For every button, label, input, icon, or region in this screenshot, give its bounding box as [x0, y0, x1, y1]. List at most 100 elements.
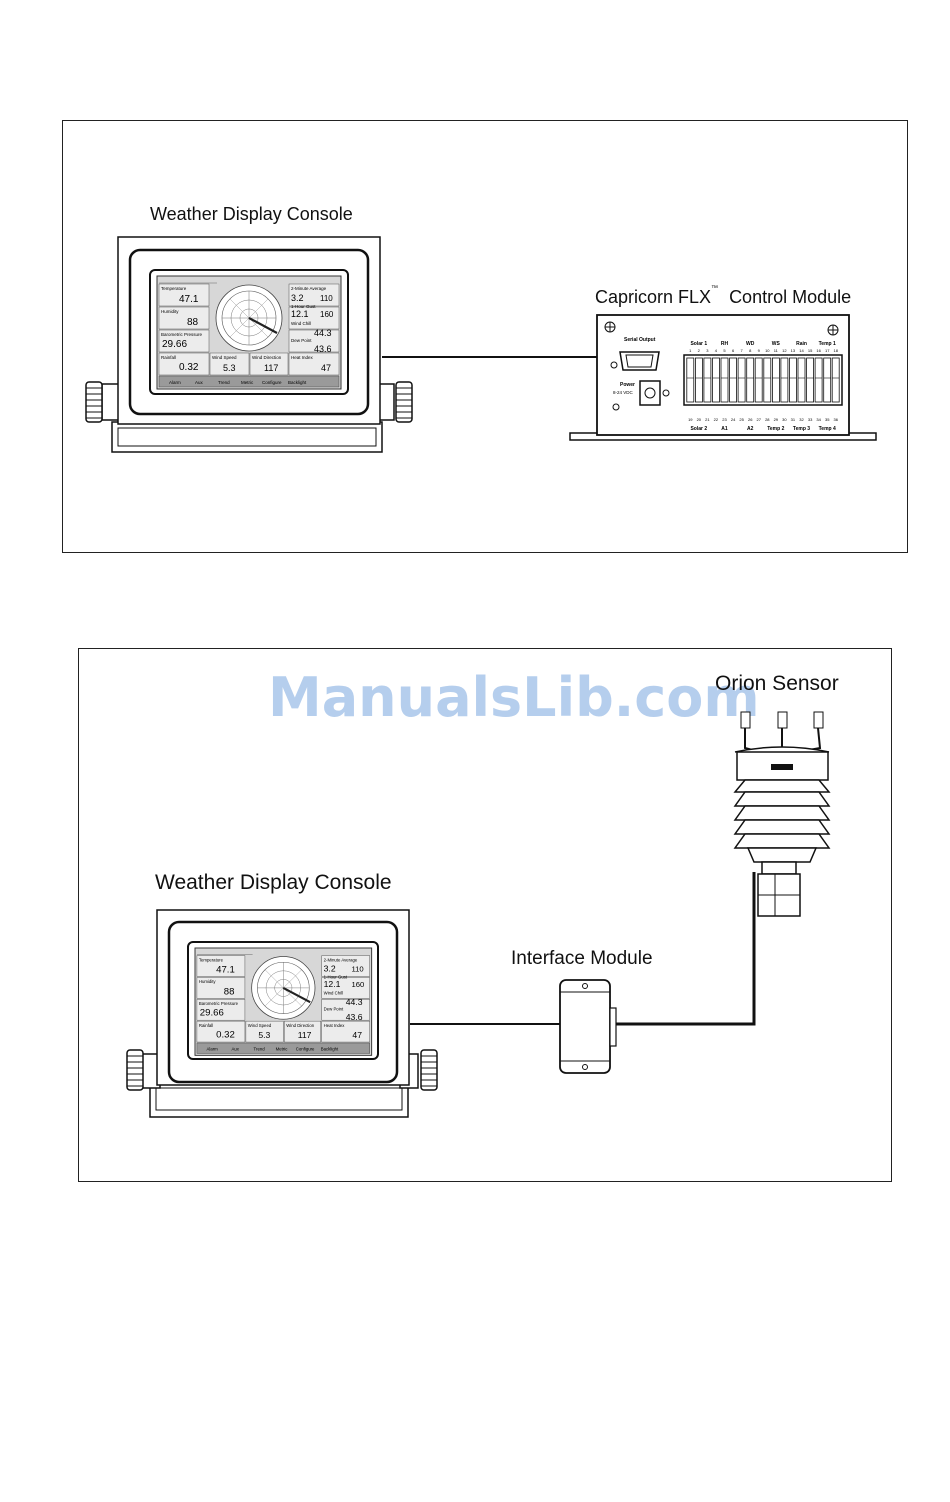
tab-metric-1: Metric — [241, 380, 254, 385]
tab-aux-2: Aux — [231, 1047, 239, 1052]
gust-dir-1: 160 — [320, 310, 334, 319]
terminal-number-top: 4 — [715, 348, 718, 353]
terminal-group-bottom-label: Temp 4 — [819, 426, 836, 432]
terminal-number-bottom: 34 — [816, 417, 821, 422]
interface-module-label: Interface Module — [511, 948, 653, 969]
terminal-number-bottom: 35 — [825, 417, 830, 422]
terminal-slot — [695, 357, 703, 403]
dew-label-1: Dew Point — [291, 338, 312, 343]
control-module-label: Capricorn FLX™ Control Module — [595, 285, 851, 308]
terminal-number-top: 7 — [740, 348, 743, 353]
windspeed-label-1: Wind Speed — [212, 355, 237, 360]
chill-label-2: Wind Chill — [324, 991, 343, 996]
terminal-number-top: 12 — [782, 348, 787, 353]
terminal-number-bottom: 22 — [714, 417, 719, 422]
tab-alarm-2: Alarm — [207, 1047, 219, 1052]
temperature-value-2: 47.1 — [216, 965, 235, 976]
terminal-slot — [746, 357, 755, 403]
pressure-value-1: 29.66 — [162, 339, 187, 350]
terminal-slot — [814, 357, 823, 403]
interface-module — [559, 979, 617, 1074]
console-label-1: Weather Display Console — [150, 204, 353, 224]
terminal-number-bottom: 30 — [782, 417, 787, 422]
dew-value-2: 43.6 — [346, 1012, 363, 1022]
terminal-number-top: 11 — [774, 348, 779, 353]
gust-label-1: 1-Hour Gust — [291, 304, 316, 309]
terminal-slot — [720, 357, 729, 403]
heat-value-2: 47 — [352, 1030, 362, 1040]
terminal-number-top: 15 — [808, 348, 813, 353]
terminal-group-bottom-label: Temp 3 — [793, 426, 810, 432]
serial-output-label: Serial Output — [624, 337, 656, 343]
terminal-number-bottom: 36 — [833, 417, 838, 422]
terminal-slot — [780, 357, 789, 403]
gust-speed-1: 12.1 — [291, 309, 309, 319]
gust-label-2: 1-Hour Gust — [324, 974, 348, 979]
avg-dir-1: 110 — [320, 294, 333, 303]
terminal-number-bottom: 29 — [774, 417, 779, 422]
temperature-label-1: Temperature — [161, 286, 187, 291]
winddir-label-1: Wind Direction — [252, 355, 282, 360]
terminal-group-bottom-label: Solar 2 — [690, 426, 707, 432]
tab-backlight-1: Backlight — [288, 380, 307, 385]
terminal-group-top-label: Solar 1 — [690, 341, 707, 347]
terminal-number-top: 8 — [749, 348, 752, 353]
terminal-slot — [772, 357, 780, 403]
heat-label-1: Heat Index — [291, 355, 314, 360]
tab-trend-1: Trend — [218, 380, 230, 385]
windspeed-label-2: Wind Speed — [248, 1023, 272, 1028]
terminal-number-bottom: 21 — [705, 417, 710, 422]
humidity-label-2: Humidity — [199, 979, 217, 984]
terminal-number-bottom: 32 — [799, 417, 804, 422]
chill-label-1: Wind Chill — [291, 321, 311, 326]
power-label: Power — [620, 382, 635, 388]
temperature-label-2: Temperature — [199, 957, 224, 962]
terminal-group-top-label: RH — [721, 341, 729, 347]
terminal-number-top: 2 — [698, 348, 701, 353]
rainfall-value-2: 0.32 — [216, 1029, 235, 1040]
terminal-number-top: 5 — [723, 348, 726, 353]
terminal-slot — [806, 357, 814, 403]
terminal-group-top-label: Temp 1 — [819, 341, 836, 347]
heat-value-1: 47 — [321, 363, 331, 373]
terminal-number-bottom: 31 — [791, 417, 796, 422]
terminal-slot — [823, 357, 832, 403]
terminal-number-top: 18 — [833, 348, 838, 353]
tab-trend-2: Trend — [254, 1047, 266, 1052]
terminal-slot — [763, 357, 772, 403]
terminal-slot — [797, 357, 806, 403]
rainfall-label-1: Rainfall — [161, 355, 176, 360]
terminal-slot — [703, 357, 712, 403]
terminal-slot — [831, 357, 840, 403]
rainfall-value-1: 0.32 — [179, 362, 199, 373]
terminal-number-top: 16 — [816, 348, 821, 353]
dew-label-2: Dew Point — [324, 1007, 344, 1012]
terminal-group-bottom-label: A2 — [747, 426, 754, 432]
terminal-group-top-label: WD — [746, 341, 755, 347]
terminal-number-bottom: 19 — [688, 417, 693, 422]
terminal-number-top: 9 — [758, 348, 761, 353]
gust-speed-2: 12.1 — [324, 979, 341, 989]
winddir-value-2: 117 — [298, 1030, 312, 1040]
avg-label-1: 2-Minute Average — [291, 286, 327, 291]
terminal-slot — [729, 357, 737, 403]
terminal-group-top-label: WS — [772, 341, 781, 347]
power-voltage-label: 8-24 VDC — [613, 390, 634, 395]
console-screen-2: Temperature 47.1 Humidity 88 Barometric … — [194, 947, 373, 1056]
chill-value-1: 44.3 — [314, 328, 332, 338]
terminal-slot — [686, 357, 695, 403]
tab-backlight-2: Backlight — [321, 1047, 339, 1052]
cable-interface-to-sensor — [616, 872, 756, 1026]
tab-aux-1: Aux — [195, 380, 204, 385]
winddir-label-2: Wind Direction — [286, 1023, 315, 1028]
gust-dir-2: 160 — [351, 980, 364, 989]
avg-speed-1: 3.2 — [291, 293, 304, 303]
tab-configure-2: Configure — [296, 1047, 315, 1052]
terminal-number-bottom: 27 — [756, 417, 761, 422]
windspeed-value-2: 5.3 — [258, 1030, 270, 1040]
terminal-number-top: 17 — [825, 348, 830, 353]
capricorn-control-module: Serial Output Power 8-24 VDC Solar 1 Sola… — [569, 314, 877, 441]
tab-metric-2: Metric — [276, 1047, 289, 1052]
terminal-number-bottom: 28 — [765, 417, 770, 422]
